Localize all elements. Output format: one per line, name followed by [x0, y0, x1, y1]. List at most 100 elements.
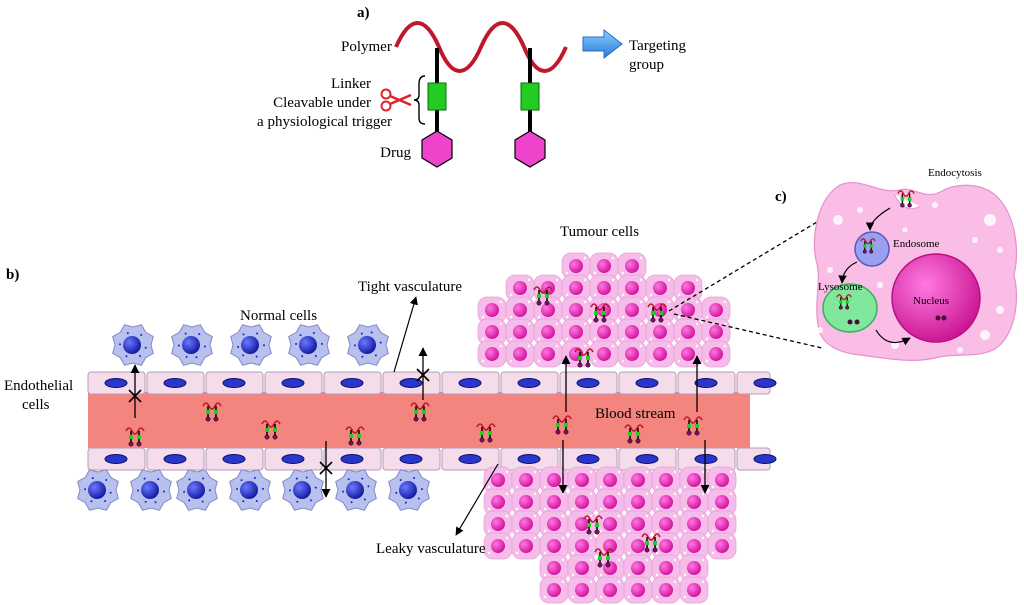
conjugate-14 — [583, 515, 603, 535]
endothelial-cell-bottom-5 — [323, 447, 382, 471]
endothelial-cell-bottom-3 — [205, 447, 264, 471]
endothelial-cell-bottom-4 — [264, 447, 323, 471]
endothelial-cells-label-2: cells — [22, 397, 50, 413]
tumour-cell-bottom-28 — [483, 532, 513, 560]
vesicle-11 — [902, 227, 908, 233]
endothelial-cell-top-12 — [736, 371, 777, 395]
lysosome-to-nucleus-arrow — [875, 329, 911, 346]
conjugate-6 — [125, 427, 145, 447]
tumour-cell-top-36 — [673, 340, 703, 368]
tumour-cell-top-20 — [477, 318, 507, 346]
cell-conjugate-1 — [897, 190, 915, 208]
tumour-cell-bottom-26 — [679, 510, 709, 538]
tumour-cell-top-31 — [533, 340, 563, 368]
scissors-icon — [380, 88, 412, 112]
endosome — [854, 231, 890, 267]
cell-conjugate-3 — [836, 294, 852, 310]
tumour-cell-bottom-47 — [651, 576, 681, 604]
linker-label-2: Cleavable under — [273, 95, 371, 111]
tumour-cell-bottom-7 — [651, 466, 681, 494]
conjugate-8 — [624, 424, 644, 444]
panel-c: c) Endocytosis Endosome Lysosome Nucleus — [668, 167, 1018, 361]
vesicle-14 — [932, 202, 938, 208]
nucleus-label: Nucleus — [913, 295, 949, 307]
conjugate-7 — [552, 415, 572, 435]
normal-cell-top-4 — [288, 324, 330, 366]
lysosome-label: Lysosome — [818, 281, 863, 293]
panel-b-label: b) — [6, 267, 19, 283]
endothelial-cell-top-6 — [382, 371, 441, 395]
nucleus-drug-2 — [941, 315, 947, 321]
tumour-cell-top-6 — [561, 274, 591, 302]
tumour-cell-top-29 — [477, 340, 507, 368]
endothelial-cell-bottom-6 — [382, 447, 441, 471]
conjugate-10 — [533, 286, 553, 306]
tumour-cell-top-37 — [701, 340, 731, 368]
tumour-cell-bottom-25 — [651, 510, 681, 538]
tumour-cell-bottom-21 — [539, 510, 569, 538]
endothelium-bottom — [87, 447, 777, 471]
tumour-cell-top-35 — [645, 340, 675, 368]
tumour-cell-bottom-43 — [539, 576, 569, 604]
nucleus — [891, 253, 981, 343]
endothelial-cell-bottom-10 — [618, 447, 677, 471]
tumour-cell-bottom-1 — [483, 466, 513, 494]
tumour-cells-label: Tumour cells — [560, 224, 639, 240]
drug-label: Drug — [380, 145, 411, 161]
endothelial-cell-top-8 — [500, 371, 559, 395]
normal-cell-top-3 — [230, 324, 272, 366]
tumour-cell-bottom-41 — [651, 554, 681, 582]
endosome-to-lysosome-arrow — [838, 261, 858, 284]
tumour-cell-bottom-35 — [679, 532, 709, 560]
conjugate-4 — [410, 402, 430, 422]
targeting-arrow-icon — [582, 28, 623, 60]
normal-cell-bottom-3 — [176, 469, 218, 511]
endocytosis-arrow — [865, 207, 891, 231]
endocytosis-label: Endocytosis — [928, 167, 982, 179]
polymer-drug-conjugates — [125, 286, 703, 568]
polymer-chain — [394, 21, 568, 73]
normal-cell-top-5 — [347, 324, 389, 366]
linker-brace — [413, 75, 426, 125]
conjugate-2 — [261, 420, 281, 440]
cell-conjugate-2 — [860, 238, 876, 254]
conjugate-11 — [590, 303, 610, 323]
endothelial-cell-bottom-1 — [87, 447, 146, 471]
nucleus-drug-1 — [935, 315, 941, 321]
panel-a: a) Polymer Targeting group Linker Cleava… — [257, 5, 686, 168]
tumour-cell-top-3 — [617, 252, 647, 280]
tumour-cell-top-2 — [589, 252, 619, 280]
linker-block-1 — [427, 82, 447, 111]
endothelium-top — [87, 371, 777, 395]
endothelial-cell-bottom-11 — [677, 447, 736, 471]
normal-cell-bottom-4 — [229, 469, 271, 511]
endothelial-cell-top-3 — [205, 371, 264, 395]
blocked-arrow-2 — [416, 347, 430, 400]
vesicle-5 — [980, 330, 990, 340]
endothelial-cell-top-7 — [441, 371, 500, 395]
tumour-cell-bottom-30 — [539, 532, 569, 560]
panel-a-label: a) — [357, 5, 370, 21]
tumour-mass-top — [477, 252, 731, 368]
conjugate-9 — [683, 416, 703, 436]
vesicle-6 — [996, 306, 1004, 314]
targeting-label-2: group — [629, 57, 664, 73]
normal-cell-top-2 — [171, 324, 213, 366]
endocytosis-pit — [893, 193, 921, 210]
endothelial-cell-bottom-2 — [146, 447, 205, 471]
linker-block-2 — [520, 82, 540, 111]
blood-stream-label: Blood stream — [595, 406, 676, 422]
conjugate-15 — [594, 548, 614, 568]
vesicle-1 — [833, 215, 843, 225]
tumour-cell-bottom-45 — [595, 576, 625, 604]
leaky-vasculature-pointer — [455, 463, 499, 536]
cell-conjugates — [836, 190, 915, 310]
zoom-line-bottom — [673, 313, 823, 349]
drug-hexagon-2 — [514, 130, 546, 168]
vesicle-10 — [877, 282, 883, 288]
tumour-cell-top-34 — [617, 340, 647, 368]
panel-b: b) — [4, 224, 777, 604]
drug-hexagon-1 — [421, 130, 453, 168]
conjugate-13 — [574, 348, 594, 368]
tumour-cell-bottom-5 — [595, 466, 625, 494]
